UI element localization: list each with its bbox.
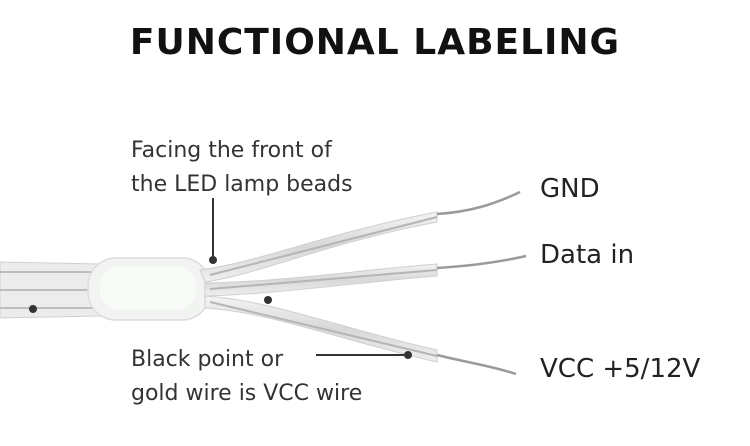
lamp-bead-sleeve bbox=[87, 257, 211, 321]
callout-leaders bbox=[209, 198, 404, 356]
callout-bottom-line2: gold wire is VCC wire bbox=[131, 381, 363, 406]
callout-top-line1: Facing the front of bbox=[131, 138, 332, 163]
black-point-marker-mid bbox=[264, 296, 272, 304]
label-vcc: VCC +5/12V bbox=[540, 354, 701, 384]
wire-data-in bbox=[204, 254, 527, 297]
wire-gnd bbox=[199, 190, 521, 283]
black-point-marker-vcc bbox=[404, 351, 412, 359]
wire-vcc bbox=[204, 295, 517, 376]
callout-vcc-wire: Black point or gold wire is VCC wire bbox=[131, 343, 362, 411]
callout-dot-top bbox=[209, 256, 217, 264]
callout-bottom-line1: Black point or bbox=[131, 347, 284, 372]
callout-top-line2: the LED lamp beads bbox=[131, 172, 353, 197]
page-title: FUNCTIONAL LABELING bbox=[129, 22, 621, 63]
callout-front-facing: Facing the front of the LED lamp beads bbox=[131, 134, 353, 202]
label-gnd: GND bbox=[540, 174, 600, 204]
label-data-in: Data in bbox=[540, 240, 635, 270]
cable-bundle bbox=[0, 261, 101, 319]
black-point-marker-left bbox=[29, 305, 37, 313]
